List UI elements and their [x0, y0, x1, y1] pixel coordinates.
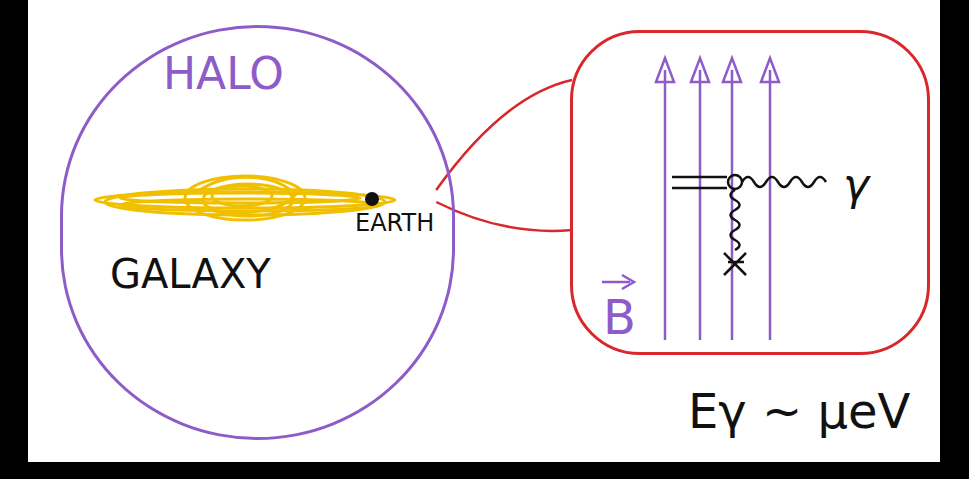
- galaxy-label: GALAXY: [110, 252, 271, 296]
- earth-marker: EARTH: [355, 186, 436, 238]
- earth-dot: [359, 186, 389, 212]
- zoom-circle: Bγ: [570, 30, 930, 355]
- zoom-leader: [436, 80, 572, 190]
- feynman-vertex: [672, 175, 826, 275]
- photon-symbol: γ: [843, 161, 869, 209]
- halo-label: HALO: [163, 50, 284, 98]
- earth-label: EARTH: [355, 210, 434, 236]
- earth-dot: [365, 192, 379, 206]
- energy-note: Eγ ~ μeV: [688, 385, 910, 438]
- field-symbol: B: [603, 291, 636, 344]
- galaxy-disc: [95, 176, 395, 220]
- halo-outline: HALO EARTH: [60, 25, 455, 440]
- zoom-leader: [436, 202, 572, 231]
